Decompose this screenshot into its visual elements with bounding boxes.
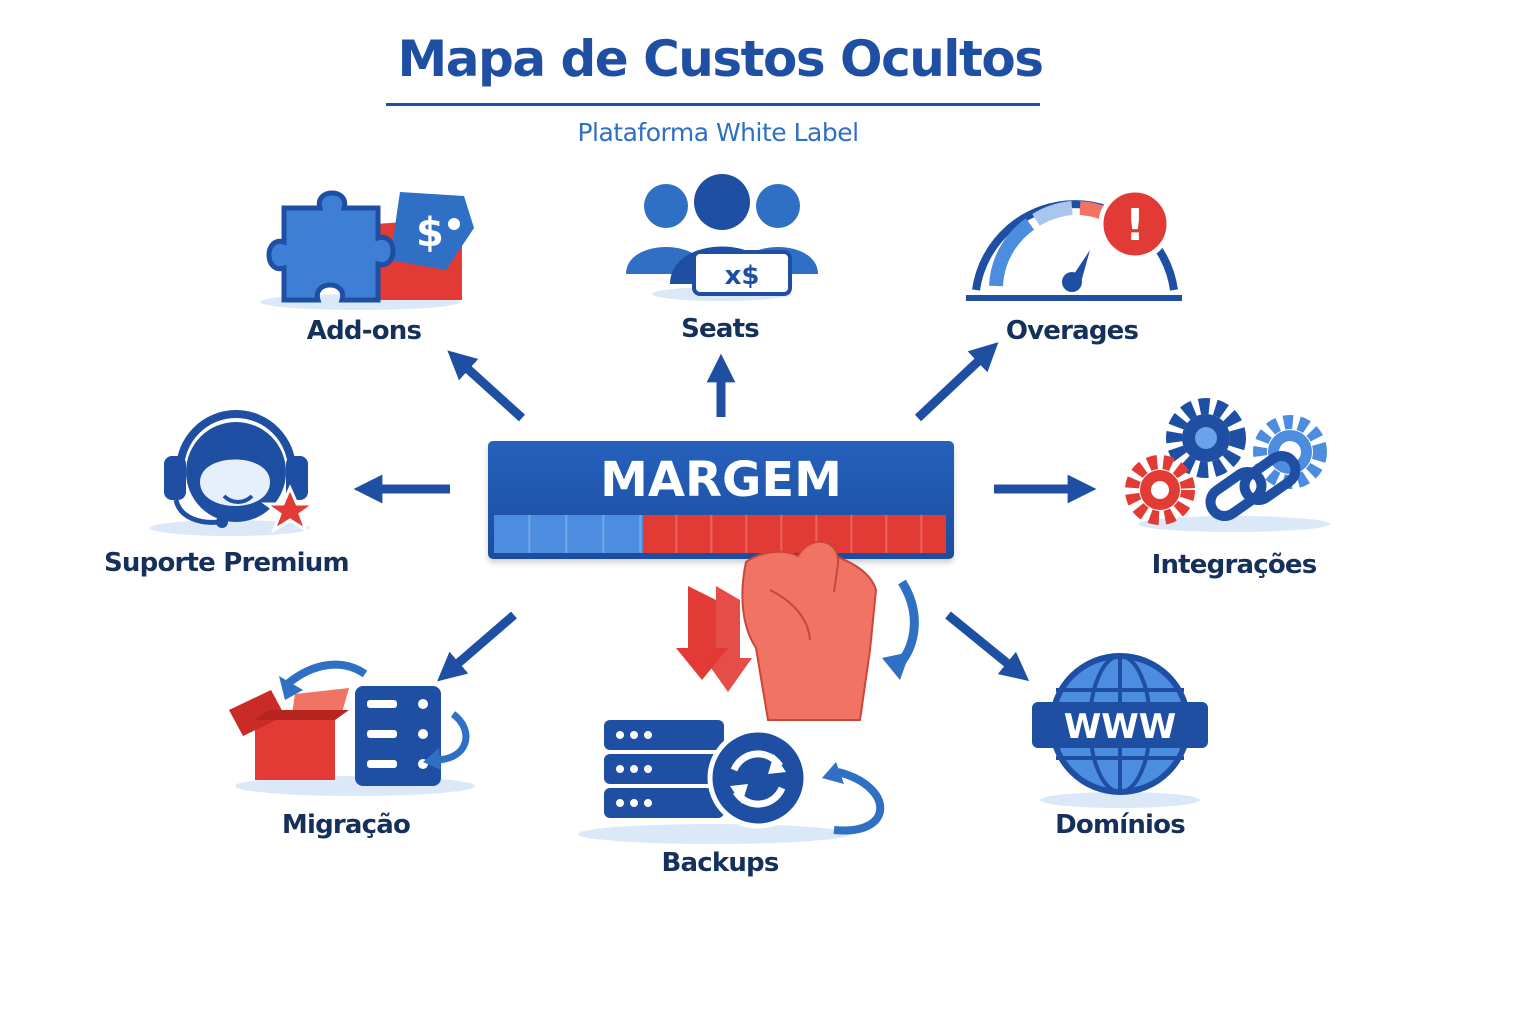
gears-link-icon — [1125, 398, 1330, 532]
node-label-integracoes: Integrações — [1151, 550, 1318, 580]
seats-badge: x$ — [725, 261, 760, 291]
puzzle-price-tag-icon: $ — [260, 190, 474, 310]
users-icon: x$ — [626, 174, 818, 301]
node-label-seats: Seats — [681, 314, 760, 344]
gauge-alert-icon: ! — [966, 187, 1182, 301]
arrow-to-add-ons — [447, 350, 526, 422]
title-divider — [386, 103, 1040, 106]
page-subtitle: Plataforma White Label — [577, 118, 859, 147]
margin-eroded-segment — [643, 515, 946, 553]
node-label-migracao: Migração — [281, 810, 411, 840]
node-label-suporte-premium: Suporte Premium — [104, 548, 350, 578]
page-title: Mapa de Custos Ocultos — [397, 30, 1044, 88]
server-sync-icon — [578, 720, 885, 844]
www-badge: WWW — [1064, 707, 1177, 747]
svg-text:$: $ — [416, 210, 444, 256]
arrow-to-migracao — [437, 611, 517, 682]
alert-badge: ! — [1125, 200, 1145, 251]
margin-level-track — [494, 515, 946, 553]
margin-label: MARGEM — [600, 452, 842, 508]
node-label-overages: Overages — [1005, 316, 1139, 346]
arrow-to-dominios — [945, 611, 1030, 682]
node-label-add-ons: Add-ons — [306, 316, 422, 346]
margin-remaining-segment — [494, 515, 644, 553]
headset-star-icon — [150, 410, 319, 536]
box-server-icon — [229, 660, 475, 796]
arrow-to-overages — [914, 342, 999, 422]
node-label-backups: Backups — [661, 848, 779, 878]
node-label-dominios: Domínios — [1055, 810, 1186, 840]
hand-pulling-icon — [676, 540, 919, 721]
globe-www-icon: WWW — [1032, 653, 1208, 808]
